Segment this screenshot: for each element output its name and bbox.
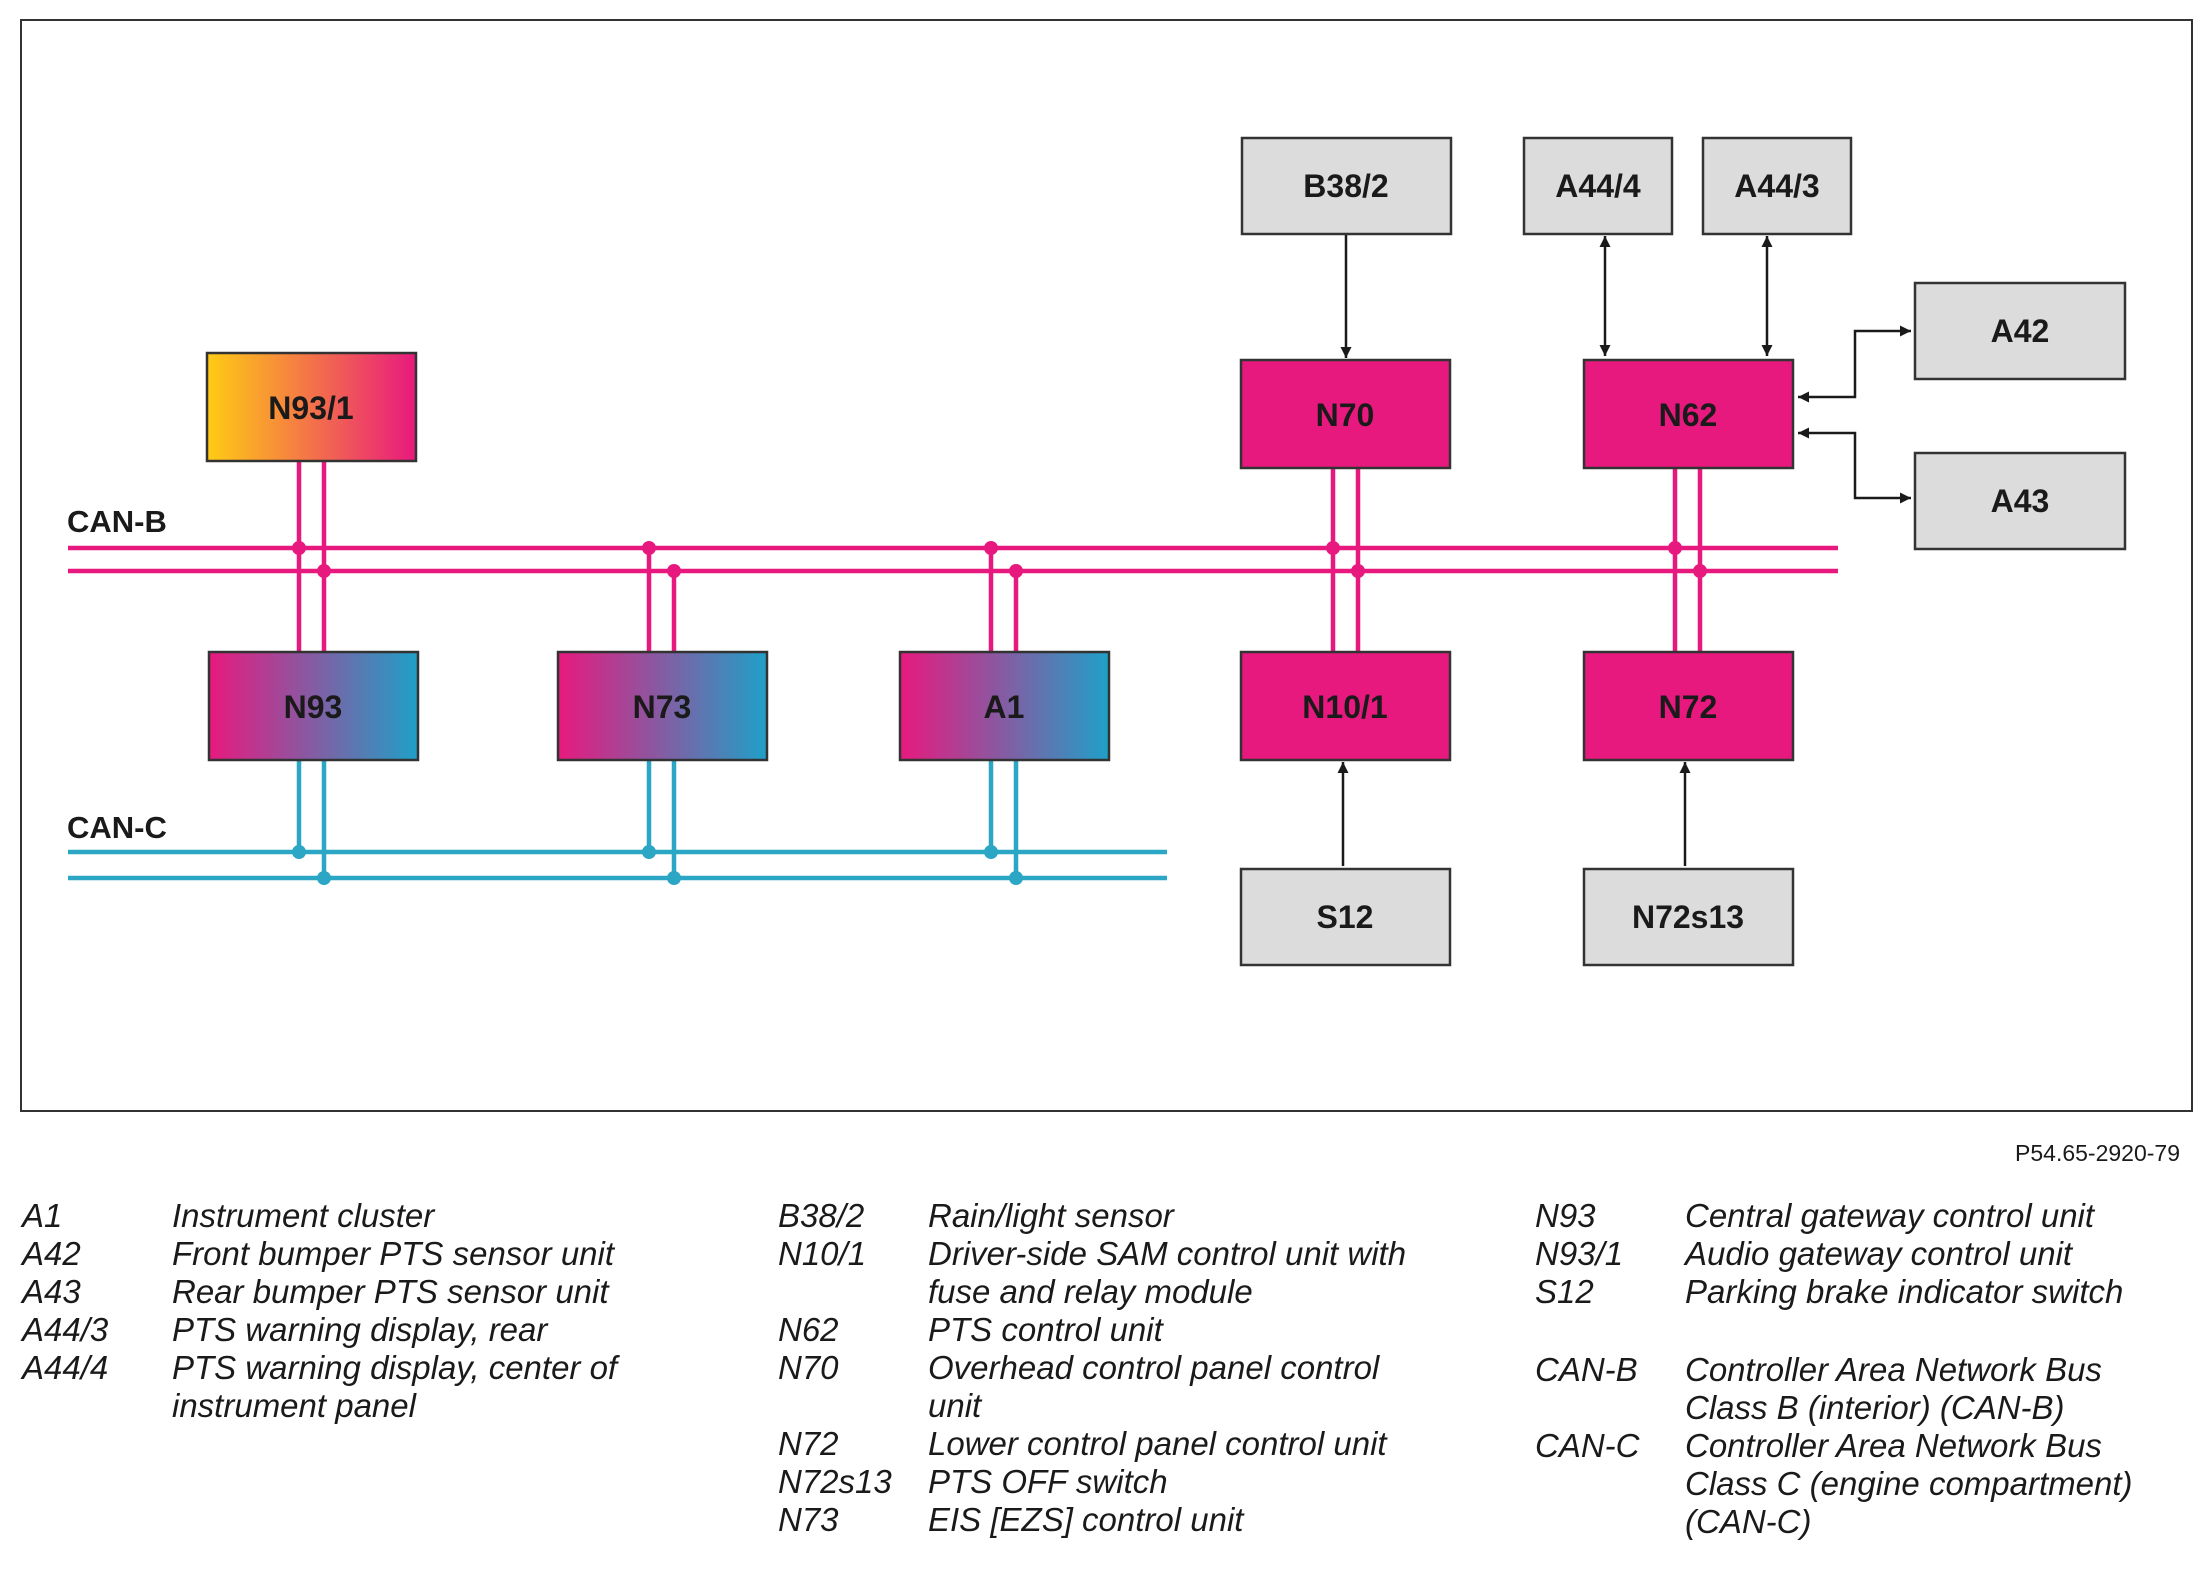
legend-code: A44/4 (22, 1349, 109, 1386)
legend-desc: EIS [EZS] control unit (928, 1501, 1244, 1538)
legend-desc: Parking brake indicator switch (1685, 1273, 2124, 1310)
node-label-a44-4: A44/4 (1555, 168, 1641, 204)
legend-column-3: N93 Central gateway control unit N93/1 A… (1535, 1197, 2195, 1541)
node-n93-1 (205, 351, 418, 463)
node-s12 (1239, 867, 1452, 967)
can-b-bus (68, 545, 1838, 574)
legend-column-1: A1 Instrument cluster A42 Front bumper P… (22, 1197, 762, 1425)
legend-item: A1 Instrument cluster (22, 1197, 762, 1235)
arrow-a43-n62 (1798, 427, 1911, 504)
legend-desc: Overhead control panel control unit (928, 1349, 1380, 1424)
can-c-stubs (296, 760, 1019, 878)
figure-reference: P54.65-2920-79 (2015, 1140, 2180, 1166)
legend-desc: Rain/light sensor (928, 1197, 1174, 1234)
can-b-junctions (292, 541, 1707, 578)
legend-desc: PTS warning display, rear (172, 1311, 548, 1348)
legend-item: N93/1 Audio gateway control unit (1535, 1235, 2195, 1273)
node-n70 (1239, 358, 1452, 470)
node-label-a42: A42 (1991, 313, 2050, 349)
legend-desc: Audio gateway control unit (1685, 1235, 2073, 1272)
legend-item: A44/3 PTS warning display, rear (22, 1311, 762, 1349)
node-n72 (1582, 650, 1795, 762)
node-n72s13 (1582, 867, 1795, 967)
node-label-a43: A43 (1991, 483, 2050, 519)
can-b-stubs (296, 460, 1703, 652)
legend-item: A43 Rear bumper PTS sensor unit (22, 1273, 762, 1311)
legend-item: N93 Central gateway control unit (1535, 1197, 2195, 1235)
node-label-n93: N93 (284, 689, 343, 725)
legend-code: N93/1 (1535, 1235, 1624, 1272)
legend-code: N72s13 (778, 1463, 892, 1500)
legend-item: N72 Lower control panel control unit (778, 1425, 1518, 1463)
legend-desc: Central gateway control unit (1685, 1197, 2095, 1234)
legend-code: N62 (778, 1311, 839, 1348)
legend-desc: PTS control unit (928, 1311, 1163, 1348)
legend-code: S12 (1535, 1273, 1594, 1310)
legend-item: CAN-C Controller Area Network Bus Class … (1535, 1427, 2195, 1541)
arrow-a42-n62 (1798, 325, 1911, 403)
node-n10-1 (1239, 650, 1452, 762)
node-label-n62: N62 (1659, 397, 1718, 433)
node-a42 (1913, 281, 2127, 381)
diagram-frame (20, 19, 2193, 1112)
can-c-junctions (292, 845, 1023, 885)
can-c-bus (68, 849, 1167, 881)
bus-label-can-c: CAN-C (67, 810, 167, 845)
legend-item: N10/1 Driver-side SAM control unit with … (778, 1235, 1518, 1311)
node-label-n73: N73 (633, 689, 692, 725)
node-a1 (898, 650, 1111, 762)
legend-code: A44/3 (22, 1311, 109, 1348)
legend-code: CAN-B (1535, 1351, 1638, 1388)
legend-desc: Instrument cluster (172, 1197, 435, 1234)
node-label-s12: S12 (1317, 899, 1374, 935)
legend-desc: Controller Area Network Bus Class B (int… (1685, 1351, 2102, 1426)
bus-label-can-b: CAN-B (67, 504, 167, 539)
legend-desc: Rear bumper PTS sensor unit (172, 1273, 609, 1310)
legend-item: B38/2 Rain/light sensor (778, 1197, 1518, 1235)
node-b38-2 (1240, 136, 1453, 236)
legend-code: B38/2 (778, 1197, 865, 1234)
legend-item: N73 EIS [EZS] control unit (778, 1501, 1518, 1539)
node-a43 (1913, 451, 2127, 551)
legend-item: S12 Parking brake indicator switch (1535, 1273, 2195, 1311)
legend-item: N70 Overhead control panel control unit (778, 1349, 1518, 1425)
legend-item: CAN-B Controller Area Network Bus Class … (1535, 1351, 2195, 1427)
legend-code: N73 (778, 1501, 839, 1538)
legend-item: N62 PTS control unit (778, 1311, 1518, 1349)
legend-code: N72 (778, 1425, 839, 1462)
legend-code: A1 (22, 1197, 63, 1234)
signal-arrows (1337, 234, 1911, 866)
legend-desc: PTS warning display, center of instrumen… (172, 1349, 618, 1424)
legend-code: A42 (22, 1235, 81, 1272)
legend-item: N72s13 PTS OFF switch (778, 1463, 1518, 1501)
legend-code: CAN-C (1535, 1427, 1640, 1464)
legend-code: A43 (22, 1273, 81, 1310)
node-n93 (207, 650, 420, 762)
legend-item: A42 Front bumper PTS sensor unit (22, 1235, 762, 1273)
node-a44-3 (1701, 136, 1853, 236)
legend-desc: Lower control panel control unit (928, 1425, 1387, 1462)
node-n62 (1582, 358, 1795, 470)
node-label-n72: N72 (1659, 689, 1718, 725)
legend-desc: PTS OFF switch (928, 1463, 1168, 1500)
node-label-n93-1: N93/1 (268, 390, 353, 426)
node-a44-4 (1522, 136, 1674, 236)
module-boxes (205, 136, 2127, 967)
legend-column-2: B38/2 Rain/light sensor N10/1 Driver-sid… (778, 1197, 1518, 1539)
legend-code: N10/1 (778, 1235, 867, 1272)
legend-item: A44/4 PTS warning display, center of ins… (22, 1349, 762, 1425)
node-label-n10-1: N10/1 (1302, 689, 1387, 725)
legend-code: N93 (1535, 1197, 1596, 1234)
node-label-n70: N70 (1316, 397, 1375, 433)
legend-desc: Driver-side SAM control unit with fuse a… (928, 1235, 1407, 1310)
node-label-b38-2: B38/2 (1303, 168, 1388, 204)
legend-code: N70 (778, 1349, 839, 1386)
node-label-a44-3: A44/3 (1734, 168, 1819, 204)
node-label-n72s13: N72s13 (1632, 899, 1744, 935)
node-n73 (556, 650, 769, 762)
legend-desc: Controller Area Network Bus Class C (eng… (1685, 1427, 2133, 1540)
node-label-a1: A1 (984, 689, 1025, 725)
legend-desc: Front bumper PTS sensor unit (172, 1235, 615, 1272)
